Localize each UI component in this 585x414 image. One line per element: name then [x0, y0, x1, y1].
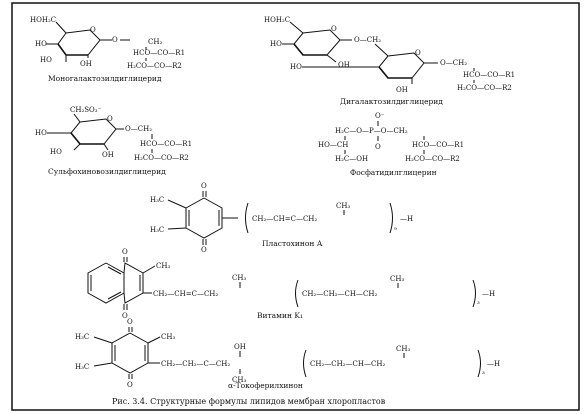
vk1-o-top: O	[122, 248, 128, 256]
mgdg-ho-2: HO	[40, 56, 52, 64]
dgdg-ring-o-2: O	[415, 49, 421, 57]
figure-caption: Рис. 3.4. Структурные формулы липидов ме…	[112, 397, 386, 406]
atq-n: ₃	[482, 368, 485, 376]
dgdg-oh-2: OH	[396, 86, 408, 94]
atq-o-bottom: O	[127, 381, 133, 389]
sqdg-ho-2: HO	[50, 148, 62, 156]
atq-ch3-a: CH₃	[161, 333, 175, 341]
mgdg-hoh2c: HOH₂C	[30, 16, 56, 24]
dgdg-ring-o-1: O	[331, 25, 337, 33]
sqdg-h2co: H₂CO—CO—R2	[134, 154, 189, 162]
pq-h3c-1: H₃C	[150, 196, 164, 204]
atq-h3c-2: H₃C	[75, 363, 89, 371]
dgdg-hoh2c: HOH₂C	[264, 16, 290, 24]
dgdg-caption: Дигалактозилдиглицерид	[340, 97, 443, 106]
atq-h: —H	[487, 360, 500, 368]
sqdg-o-link: O—CH₂	[125, 125, 152, 133]
vk1-ch3-2: CH₃	[390, 275, 404, 283]
dgdg-hco: HCO—CO—R1	[463, 71, 515, 79]
mgdg-o-link: O	[112, 36, 118, 44]
sqdg-hco: HCO—CO—R1	[140, 140, 192, 148]
vk1-ch3-1: CH₃	[232, 274, 246, 282]
mgdg-ring-o: O	[90, 26, 96, 34]
sqdg-ring-o: O	[107, 115, 113, 123]
sqdg-ho-1: HO	[35, 129, 47, 137]
mgdg-ho-1: HO	[35, 40, 47, 48]
pq-structure: O O H₃C H₃C CH₂—CH=C—CH₂ CH₃ ₉ —H Пласто…	[150, 182, 413, 254]
atq-chain-1: CH₂—CH₂—C—CH₂	[161, 360, 230, 368]
sqdg-structure: CH₂SO₃⁻ O HO HO OH O—CH₂ HCO—CO—R1 H₂CO—…	[35, 106, 192, 176]
pq-chain: CH₂—CH=C—CH₂	[252, 215, 317, 223]
pq-n: ₉	[394, 224, 397, 232]
sqdg-oh: OH	[102, 151, 114, 159]
pg-ho-ch: HO—CH	[318, 141, 348, 149]
dgdg-o-link-2: O—CH₂	[440, 59, 467, 67]
atq-o-top: O	[127, 318, 133, 326]
vk1-o-bottom: O	[122, 312, 128, 320]
atq-ch3-d: CH₃	[396, 345, 410, 353]
mgdg-caption: Моногалактозилдиглицерид	[48, 74, 162, 83]
vk1-h: —H	[482, 290, 495, 298]
pg-o-top: O⁻	[375, 112, 385, 120]
vk1-chain-1: CH₂—CH=C—CH₂	[153, 290, 218, 298]
atq-ch3-c: CH₃	[232, 376, 246, 384]
pq-ch3: CH₃	[336, 202, 350, 210]
pq-o-top: O	[201, 182, 207, 190]
atq-caption: α-Токоферилхинон	[228, 381, 303, 390]
atq-chain-2: CH₂—CH₂—CH—CH₂	[310, 360, 385, 368]
mgdg-ch2: CH₂	[148, 38, 162, 46]
pq-h: —H	[400, 215, 413, 223]
mgdg-oh: OH	[80, 60, 92, 68]
pg-h2c-o-p: H₂C—O—P—O—CH₂	[335, 127, 408, 135]
sqdg-caption: Сульфохиновозилдиглицерид	[48, 167, 166, 176]
pg-h2c-oh: H₂C—OH	[335, 155, 368, 163]
mgdg-structure: HOH₂C O O CH₂ HO HO OH HCO—CO—R1 H₂CO—CO…	[30, 16, 185, 83]
pg-structure: O⁻ H₂C—O—P—O—CH₂ HO—CH H₂C—OH O HCO—CO—R…	[318, 112, 464, 177]
sqdg-ch2so3: CH₂SO₃⁻	[70, 106, 102, 114]
dgdg-oh-1: OH	[338, 61, 350, 69]
dgdg-ho-2: HO	[290, 63, 302, 71]
mgdg-h2co: H₂CO—CO—R2	[127, 62, 182, 70]
vk1-ch3-ring: CH₃	[156, 262, 170, 270]
atq-h3c-1: H₃C	[75, 333, 89, 341]
pg-o-bottom: O	[375, 143, 381, 151]
pg-h2co: H₂CO—CO—R2	[405, 155, 460, 163]
atq-oh: OH	[234, 343, 246, 351]
pg-hco: HCO—CO—R1	[412, 141, 464, 149]
dgdg-o-link-1: O—CH₂	[354, 36, 381, 44]
figure-frame	[11, 2, 580, 411]
vk1-n: ₃	[477, 298, 480, 306]
dgdg-structure: HOH₂C O HO OH O—CH₂ O HO OH O—CH₂ HCO—CO…	[264, 16, 515, 106]
vk1-structure: O O CH₃ CH₂—CH=C—CH₂ CH₃ CH₂—CH₂—CH—CH₂ …	[87, 248, 495, 320]
pq-o-bottom: O	[201, 246, 207, 254]
pq-caption: Пластохинон А	[262, 239, 323, 248]
pg-caption: Фосфатидилглицерин	[350, 168, 437, 177]
mgdg-hco: HCO—CO—R1	[133, 49, 185, 57]
vk1-caption: Витамин K₁	[257, 311, 303, 320]
pq-h3c-2: H₃C	[150, 226, 164, 234]
dgdg-ho-1: HO	[270, 40, 282, 48]
dgdg-h2co: H₂CO—CO—R2	[457, 84, 512, 92]
atq-structure: O O H₃C H₃C CH₃ CH₂—CH₂—C—CH₂ OH CH₃ CH₂…	[75, 318, 500, 390]
vk1-chain-2: CH₂—CH₂—CH—CH₂	[302, 290, 377, 298]
